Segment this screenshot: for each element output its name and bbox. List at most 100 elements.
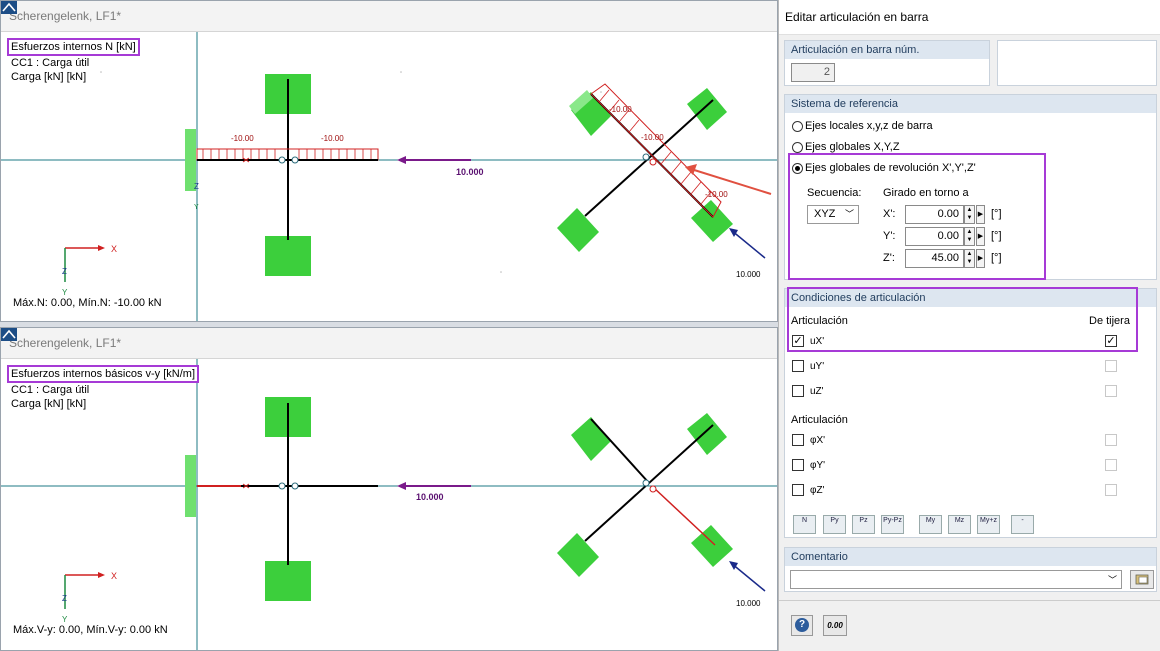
support-left[interactable] bbox=[185, 129, 196, 191]
sequence-label: Secuencia: bbox=[807, 187, 862, 199]
support-left[interactable] bbox=[185, 455, 196, 517]
comment-library-button[interactable] bbox=[1130, 570, 1154, 589]
scissors-uy bbox=[1105, 360, 1117, 372]
check-uz-label: uZ' bbox=[810, 386, 824, 397]
preset-n-button[interactable]: N bbox=[793, 515, 816, 534]
check-ux-label: uX' bbox=[810, 336, 825, 347]
svg-text:Z: Z bbox=[62, 594, 67, 603]
library-icon bbox=[1135, 574, 1149, 585]
rot-x-input[interactable]: 0.00 bbox=[905, 205, 964, 224]
units-button[interactable]: 0.00 bbox=[823, 615, 847, 636]
check-uz[interactable] bbox=[792, 385, 804, 397]
hinge-conditions-group: Condiciones de articulación Articulación… bbox=[784, 288, 1157, 538]
check-uy[interactable] bbox=[792, 360, 804, 372]
rotation-label: Girado en torno a bbox=[883, 187, 969, 199]
footer-divider bbox=[779, 600, 1160, 601]
rot-y-unit: [°] bbox=[991, 230, 1002, 242]
radio-revolution-axes[interactable] bbox=[792, 163, 803, 174]
rot-x-arrow[interactable]: ▶ bbox=[976, 205, 985, 224]
radio-revolution-axes-label: Ejes globales de revolución X',Y',Z' bbox=[805, 162, 976, 174]
rotated-structure[interactable]: 10.000 bbox=[557, 413, 766, 608]
axis-triad: X Z Y bbox=[62, 571, 117, 624]
preset-pypz-button[interactable]: Py-Pz bbox=[881, 515, 904, 534]
result-type-label: Esfuerzos internos N [kN] bbox=[7, 38, 140, 56]
result-window-top: Scherengelenk, LF1* -10.00 -10.00 bbox=[0, 0, 778, 322]
dialog-title[interactable]: Editar articulación en barra bbox=[779, 0, 1160, 35]
rotation-articulation-header: Articulación bbox=[791, 414, 848, 426]
structure-diagram[interactable]: 10.000 10.000 X Z Y bbox=[1, 359, 778, 651]
window-title-bar[interactable]: Scherengelenk, LF1* bbox=[1, 328, 777, 359]
highlight-conditions bbox=[787, 287, 1138, 352]
result-window-bottom: Scherengelenk, LF1* 10.000 bbox=[0, 327, 778, 651]
rotated-structure[interactable]: -10.00 -10.00 -10.00 10.000 bbox=[557, 83, 766, 279]
extremes-label: Máx.V-y: 0.00, Mín.V-y: 0.00 kN bbox=[13, 624, 168, 636]
structure-diagram[interactable]: -10.00 -10.00 10.000 bbox=[1, 32, 778, 322]
force-label: -10.00 bbox=[705, 190, 728, 199]
rot-y-spinner[interactable]: ▲▼ bbox=[964, 227, 975, 246]
extremes-label: Máx.N: 0.00, Mín.N: -10.00 kN bbox=[13, 297, 162, 309]
svg-text:Z: Z bbox=[194, 182, 199, 191]
check-phiy[interactable] bbox=[792, 459, 804, 471]
model-canvas[interactable]: 10.000 10.000 X Z Y bbox=[1, 359, 777, 650]
load-value: 10.000 bbox=[416, 492, 444, 502]
sequence-select[interactable]: XYZ ﹀ bbox=[807, 205, 859, 224]
rot-z-label: Z': bbox=[883, 252, 895, 264]
preset-pz-button[interactable]: Pz bbox=[852, 515, 875, 534]
rot-x-label: X': bbox=[883, 208, 896, 220]
preset-py-button[interactable]: Py bbox=[823, 515, 846, 534]
hinge-number-label: Articulación en barra núm. bbox=[785, 41, 989, 59]
hinge-node[interactable] bbox=[291, 156, 299, 164]
hinge-preview-panel bbox=[997, 40, 1157, 86]
rot-y-arrow[interactable]: ▶ bbox=[976, 227, 985, 246]
load-value: 10.000 bbox=[736, 270, 761, 279]
edit-hinge-dialog: Editar articulación en barra Articulació… bbox=[778, 0, 1160, 651]
support-bottom[interactable] bbox=[265, 561, 311, 601]
scissors-ux[interactable]: ✓ bbox=[1105, 335, 1117, 347]
comment-input[interactable]: ﹀ bbox=[790, 570, 1122, 589]
rot-z-arrow[interactable]: ▶ bbox=[976, 249, 985, 268]
radio-local-axes[interactable] bbox=[792, 121, 803, 132]
load-unit-label: Carga [kN] [kN] bbox=[11, 398, 87, 410]
hinge-node[interactable] bbox=[278, 482, 286, 490]
radio-local-axes-label: Ejes locales x,y,z de barra bbox=[805, 120, 933, 132]
radio-global-axes[interactable] bbox=[792, 142, 803, 153]
svg-text:Y: Y bbox=[194, 204, 199, 211]
scissors-uz bbox=[1105, 385, 1117, 397]
svg-text:Y: Y bbox=[62, 615, 68, 624]
preset-none-button[interactable]: - bbox=[1011, 515, 1034, 534]
check-ux[interactable]: ✓ bbox=[792, 335, 804, 347]
hinge-number-group: Articulación en barra núm. 2 bbox=[784, 40, 990, 86]
check-phix[interactable] bbox=[792, 434, 804, 446]
hinge-node[interactable] bbox=[291, 482, 299, 490]
check-phiy-label: φY' bbox=[810, 460, 826, 471]
force-label: -10.00 bbox=[231, 134, 254, 143]
help-button[interactable]: ? bbox=[791, 615, 813, 636]
window-title: Scherengelenk, LF1* bbox=[9, 9, 122, 23]
rot-y-label: Y': bbox=[883, 230, 896, 242]
comment-group: Comentario ﹀ bbox=[784, 547, 1157, 592]
highlight-revolution bbox=[788, 153, 1046, 280]
rot-z-input[interactable]: 45.00 bbox=[905, 249, 964, 268]
chevron-down-icon: ﹀ bbox=[1107, 575, 1117, 585]
result-info: Esfuerzos internos N [kN] CC1 : Carga út… bbox=[7, 38, 140, 84]
check-phiz[interactable] bbox=[792, 484, 804, 496]
rot-x-spinner[interactable]: ▲▼ bbox=[964, 205, 975, 224]
load-case-label: CC1 : Carga útil bbox=[11, 384, 90, 396]
load-value: 10.000 bbox=[736, 599, 761, 608]
force-label: -10.00 bbox=[641, 133, 664, 142]
load-unit-label: Carga [kN] [kN] bbox=[11, 71, 87, 83]
rot-y-input[interactable]: 0.00 bbox=[905, 227, 964, 246]
svg-text:Z: Z bbox=[62, 267, 67, 276]
model-canvas[interactable]: -10.00 -10.00 10.000 bbox=[1, 32, 777, 321]
hinge-node[interactable] bbox=[278, 156, 286, 164]
window-title-bar[interactable]: Scherengelenk, LF1* bbox=[1, 1, 777, 32]
chevron-down-icon: ﹀ bbox=[844, 209, 854, 219]
support-bottom[interactable] bbox=[265, 236, 311, 276]
preset-my-button[interactable]: My bbox=[919, 515, 942, 534]
preset-myz-button[interactable]: My+z bbox=[977, 515, 1000, 534]
rot-z-spinner[interactable]: ▲▼ bbox=[964, 249, 975, 268]
scissors-header: De tijera bbox=[1089, 315, 1130, 327]
check-phiz-label: φZ' bbox=[810, 485, 825, 496]
preset-mz-button[interactable]: Mz bbox=[948, 515, 971, 534]
svg-text:X: X bbox=[111, 244, 117, 254]
